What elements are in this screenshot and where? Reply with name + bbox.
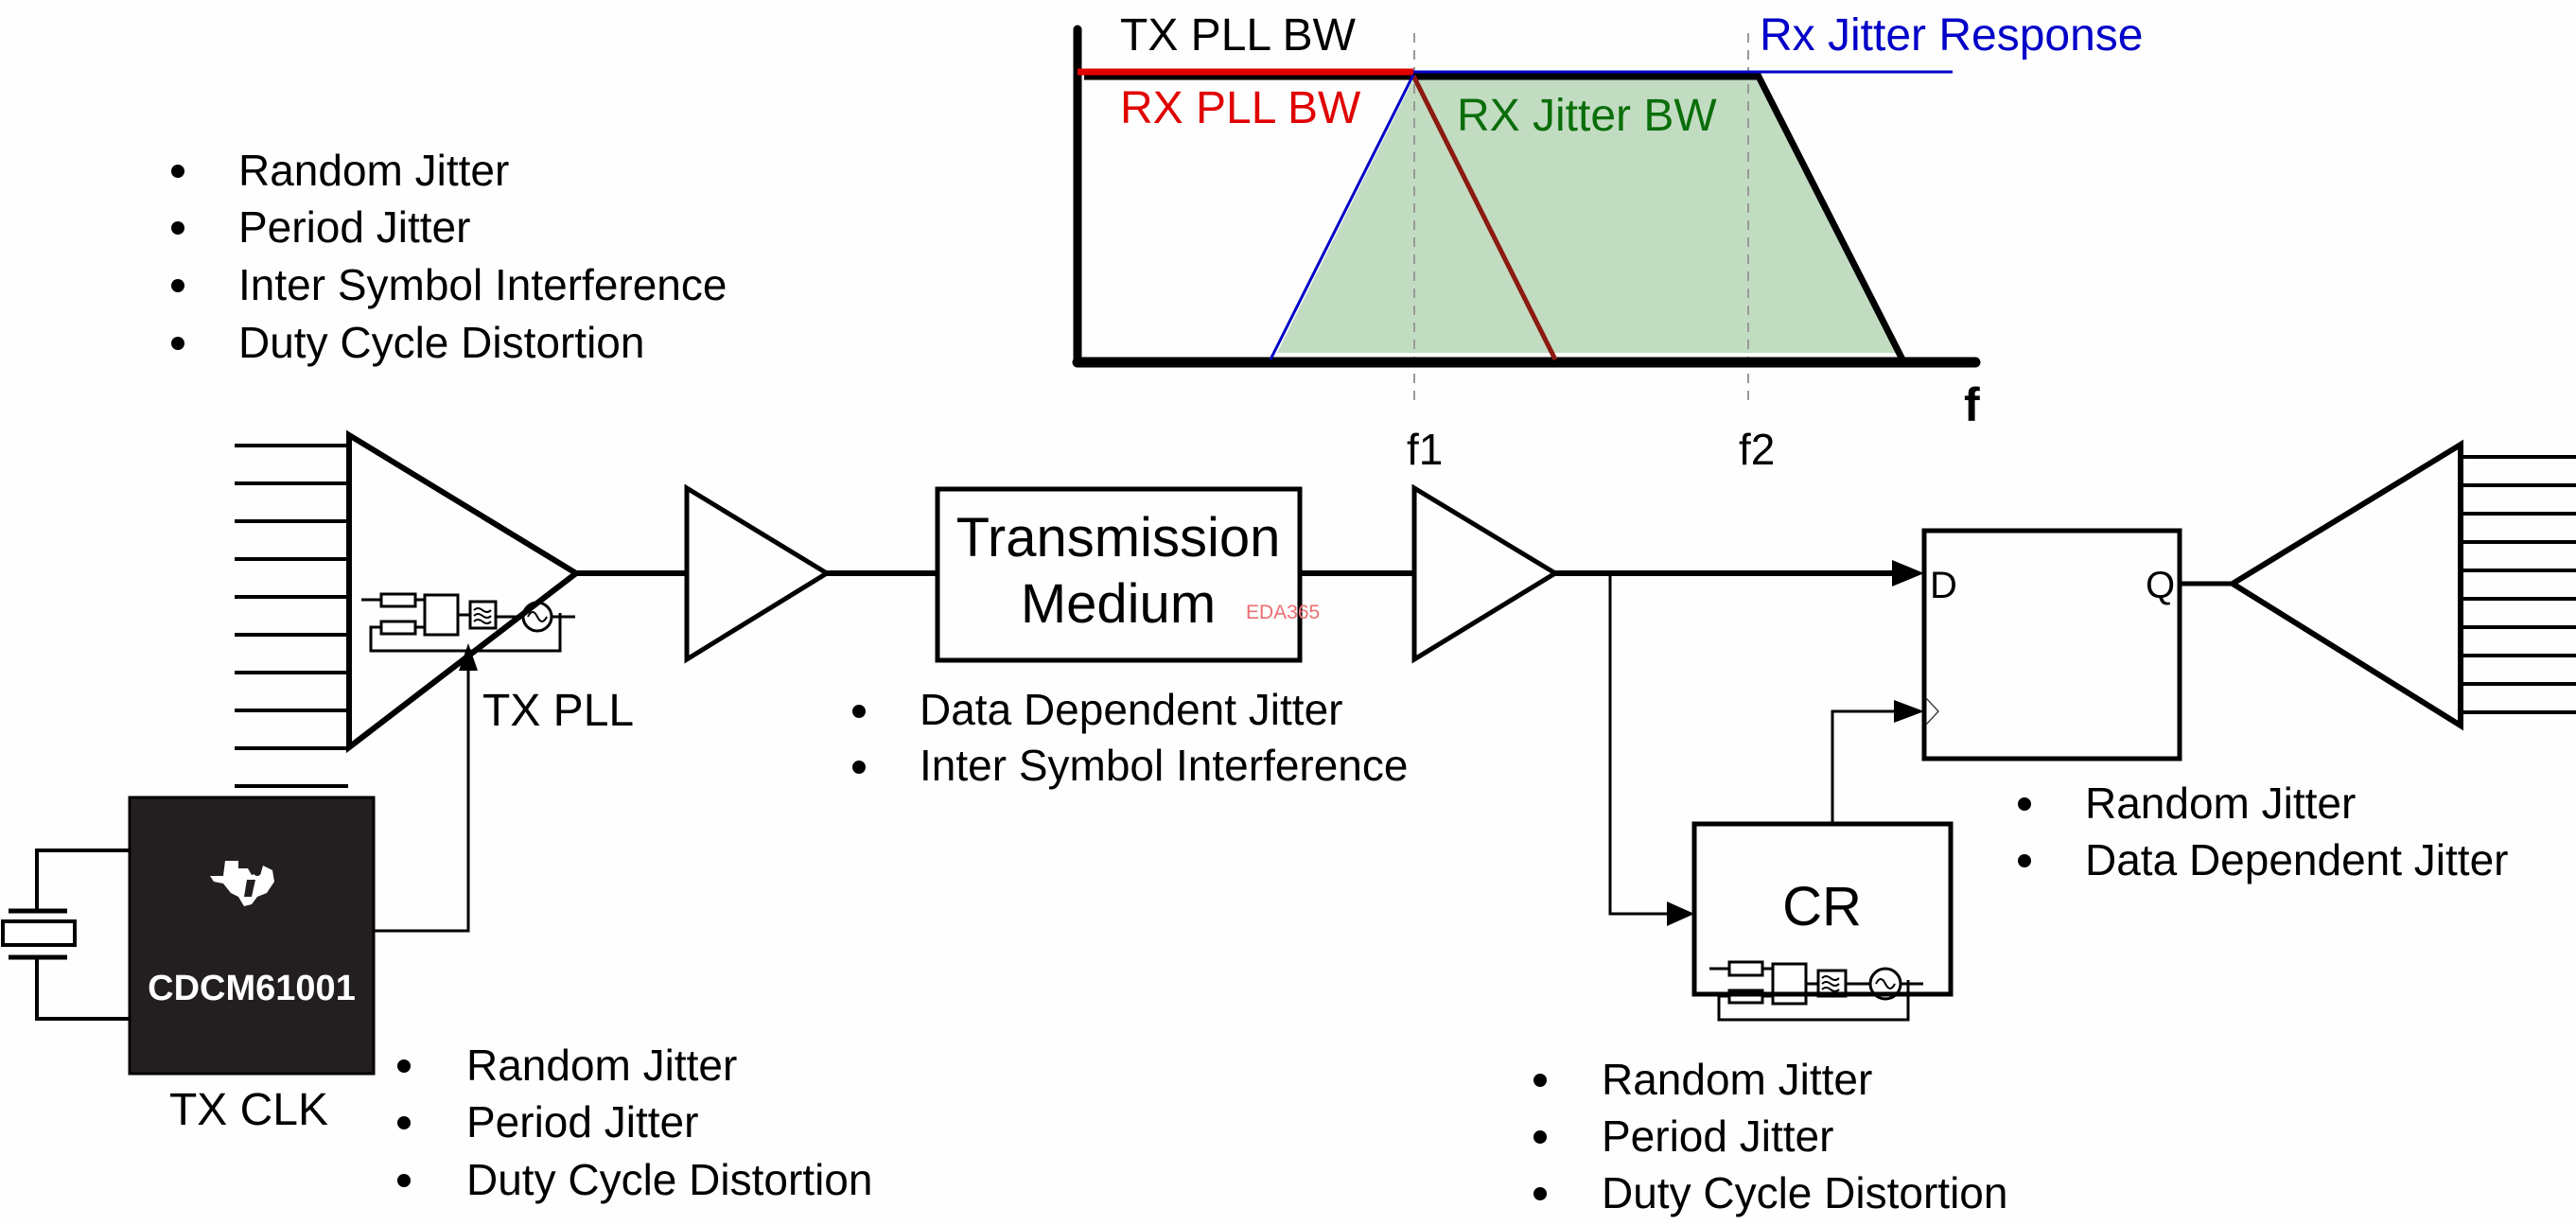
list-item: Duty Cycle Distortion <box>1602 1168 2007 1217</box>
rx-jitter-response-label: Rx Jitter Response <box>1760 10 2144 61</box>
list-item: Random Jitter <box>2085 779 2356 828</box>
f-axis-label: f <box>1964 378 1980 431</box>
bullet-icon <box>397 1174 411 1187</box>
f1-label: f1 <box>1407 425 1443 474</box>
bullet-icon <box>852 705 866 718</box>
transmission-medium-block: Transmission Medium EDA365 <box>935 486 1320 663</box>
f2-label: f2 <box>1739 425 1775 474</box>
bullet-icon <box>171 279 184 292</box>
bullet-icon <box>2018 854 2031 867</box>
rx-jitter-response-rise <box>1269 74 1415 360</box>
parallel-output-lines <box>2461 455 2576 714</box>
bullet-icon <box>852 761 866 774</box>
bullet-icon <box>171 221 184 235</box>
tx-clk-to-pll-wire <box>374 668 470 933</box>
bullet-icon <box>2018 797 2031 811</box>
cdcm61001-chip: CDCM61001 <box>128 796 376 1076</box>
chip-name-label: CDCM61001 <box>148 969 356 1008</box>
ff-d-label: D <box>1930 565 1957 606</box>
serializer-mux <box>235 429 582 788</box>
tx-clk-label: TX CLK <box>169 1085 328 1135</box>
list-item: Period Jitter <box>466 1097 698 1146</box>
tx-pll-label: TX PLL <box>482 686 634 736</box>
pll-ref-arrowhead-icon <box>459 643 478 671</box>
cr-branch-wire <box>1608 573 1676 916</box>
bullet-icon <box>1533 1074 1547 1087</box>
tx-pll-icon <box>361 592 575 653</box>
jitter-bandwidth-chart: TX PLL BW RX PLL BW RX Jitter BW Rx Jitt… <box>1072 10 2144 474</box>
d-input-arrowhead-icon <box>1892 560 1924 586</box>
list-item: Data Dependent Jitter <box>2085 835 2509 884</box>
crystal-icon <box>1 849 129 1021</box>
watermark-text: EDA365 <box>1246 602 1320 623</box>
serializer-jitter-list: Random Jitter Period Jitter Inter Symbol… <box>171 146 727 367</box>
transmission-medium-label-line2: Medium <box>1021 573 1216 635</box>
list-item: Random Jitter <box>1602 1055 1872 1104</box>
cr-label: CR <box>1782 876 1862 937</box>
list-item: Duty Cycle Distortion <box>466 1155 872 1204</box>
list-item: Duty Cycle Distortion <box>238 318 644 367</box>
rx-jitter-bw-area <box>1277 79 1899 353</box>
cr-pll-icon <box>1709 960 1923 1022</box>
parallel-input-lines <box>235 444 348 788</box>
list-item: Random Jitter <box>466 1041 737 1090</box>
rx-pll-bw-slope <box>1411 74 1558 361</box>
tx-pll-bw-curve <box>1084 73 1906 361</box>
flipflop-jitter-list: Random Jitter Data Dependent Jitter <box>2018 779 2509 884</box>
tx-clk-jitter-list: Random Jitter Period Jitter Duty Cycle D… <box>397 1041 872 1204</box>
list-item: Period Jitter <box>1602 1111 1833 1161</box>
rx-jitter-bw-label: RX Jitter BW <box>1457 91 1717 141</box>
tx-driver-buffer <box>684 483 832 664</box>
list-item: Period Jitter <box>238 202 470 252</box>
bullet-icon <box>397 1116 411 1129</box>
ff-q-label: Q <box>2146 565 2175 606</box>
ti-logo-icon <box>210 861 274 906</box>
list-item: Inter Symbol Interference <box>238 260 727 309</box>
bullet-icon <box>171 165 184 178</box>
deserializer-demux <box>2227 439 2576 731</box>
bullet-icon <box>1533 1187 1547 1200</box>
list-item: Data Dependent Jitter <box>920 685 1343 734</box>
cr-input-arrowhead-icon <box>1667 901 1694 926</box>
bullet-icon <box>397 1059 411 1073</box>
rx-pll-bw-label: RX PLL BW <box>1120 83 1361 133</box>
d-flip-flop: D Q <box>1921 528 2182 761</box>
list-item: Inter Symbol Interference <box>920 741 1408 790</box>
clock-input-arrowhead-icon <box>1894 700 1924 723</box>
medium-jitter-list: Data Dependent Jitter Inter Symbol Inter… <box>852 685 1408 790</box>
rx-receiver-buffer <box>1411 483 1560 664</box>
cr-jitter-list: Random Jitter Period Jitter Duty Cycle D… <box>1533 1055 2007 1217</box>
clock-edge-icon <box>1925 697 1940 726</box>
bullet-icon <box>171 337 184 350</box>
recovered-clock-wire <box>1831 709 1903 824</box>
transmission-medium-label-line1: Transmission <box>956 507 1281 569</box>
bullet-icon <box>1533 1130 1547 1144</box>
tx-pll-bw-label: TX PLL BW <box>1120 10 1357 61</box>
list-item: Random Jitter <box>238 146 509 195</box>
